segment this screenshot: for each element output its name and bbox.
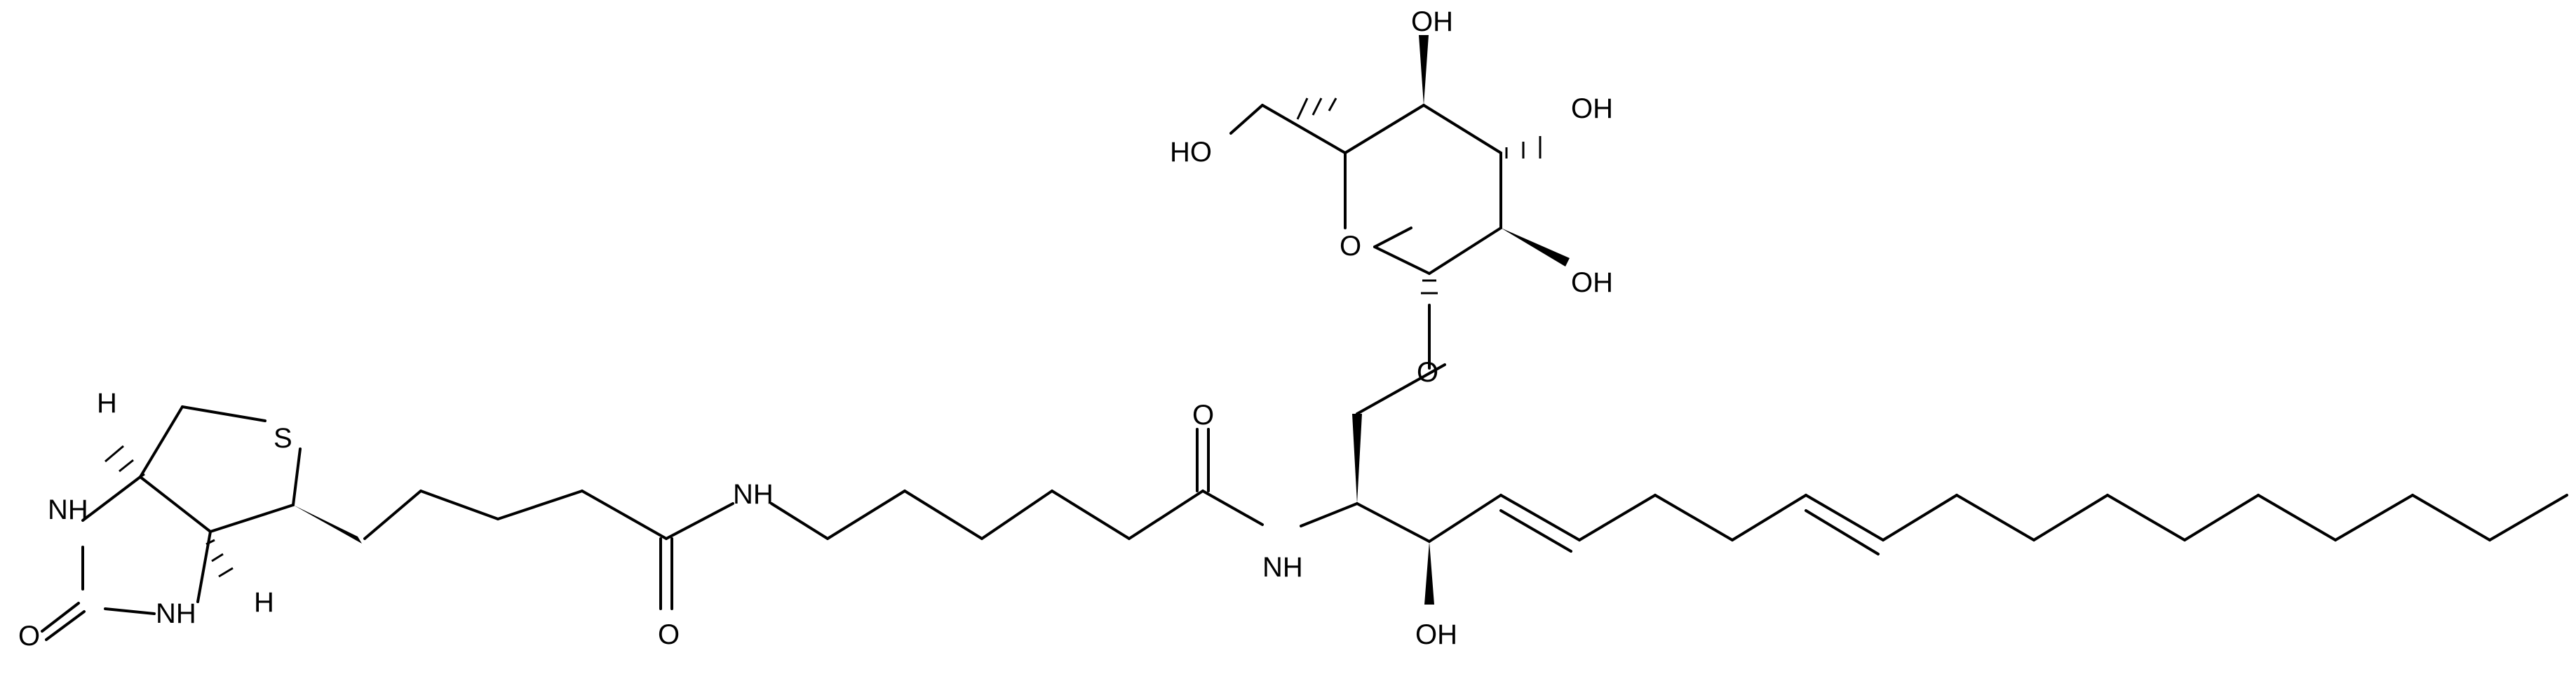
valeryl-chain: [363, 490, 734, 610]
alkyl-chain: [1654, 494, 2568, 555]
wedge-bond-sphingosine-c3: [1424, 541, 1434, 605]
wedge-bond-glucose-c2: [1501, 228, 1570, 267]
atom-label-c6-ho: HO: [1170, 137, 1212, 168]
atom-label-biotin-o: O: [18, 621, 40, 652]
atom-label-c3g-oh: OH: [1571, 93, 1613, 124]
hash-mark: [1328, 97, 1337, 112]
atom-label-amide2-nh: NH: [1262, 552, 1303, 583]
atom-label-s: S: [274, 423, 292, 454]
hash-mark: [119, 459, 134, 473]
hash-mark: [1311, 97, 1323, 116]
hash-mark: [1296, 97, 1309, 120]
atom-label-c2g-oh: OH: [1571, 267, 1613, 298]
hash-mark: [135, 473, 145, 481]
atom-label-amide1-nh: NH: [733, 479, 774, 510]
hash-mark: [218, 567, 234, 578]
sphingosine-head: [1300, 363, 1657, 553]
wedge-bond-biotin-c2: [293, 505, 362, 544]
atom-label-h-bottom: H: [254, 587, 274, 618]
glucose-ring: [1229, 104, 1502, 370]
atom-label-amide2-o: O: [1192, 400, 1214, 431]
atom-label-ring-o: O: [1340, 231, 1361, 262]
hash-mark: [211, 553, 224, 562]
bond-layer: [41, 104, 2568, 641]
wedge-bond-sphingosine-c2: [1352, 414, 1362, 504]
atom-label-c3-oh: OH: [1415, 619, 1457, 650]
atom-label-nh-lower: NH: [156, 598, 196, 629]
biotin-thiophane-ring: [139, 405, 302, 533]
atom-label-h-top: H: [97, 388, 117, 419]
wedge-bond-glucose-c4: [1419, 35, 1429, 105]
atom-labels: H H S NH NH O O NH O NH OH O O HO OH OH …: [18, 6, 1613, 652]
atom-label-nh-upper: NH: [48, 494, 88, 525]
stereo-bonds: [293, 35, 1570, 605]
atom-label-c4-oh: OH: [1411, 6, 1453, 37]
hash-mark: [205, 539, 215, 546]
hash-bonds: [104, 97, 1542, 578]
aminohexanoyl-chain: [770, 428, 1264, 540]
atom-label-amide1-o: O: [658, 619, 680, 650]
hash-mark: [104, 445, 124, 463]
atom-label-glycosidic-o: O: [1417, 357, 1438, 388]
